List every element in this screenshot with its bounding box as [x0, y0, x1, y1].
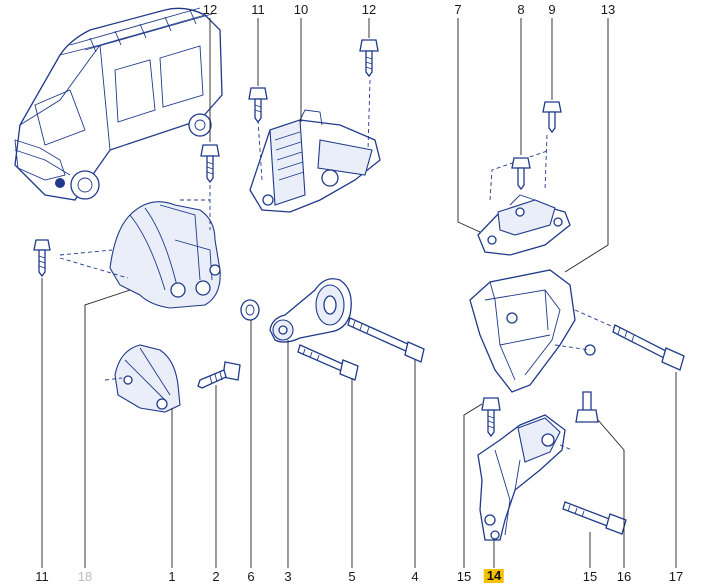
callout-8-top: 8: [517, 2, 525, 17]
van-illustration: [14, 7, 223, 201]
front-wheel: [70, 170, 100, 200]
bolt-11-left: [33, 239, 51, 278]
roof-rack: [69, 7, 213, 53]
mount-frame-13: [469, 269, 621, 393]
engine-mount-14: [477, 414, 573, 541]
bolt-17: [612, 324, 685, 371]
bolt-2: [197, 361, 241, 389]
callout-18-bottom: 18: [77, 569, 93, 584]
callout-11-bottom: 11: [35, 569, 49, 584]
callout-1-bottom: 1: [168, 569, 176, 584]
callout-16-bottom: 16: [616, 569, 632, 584]
callout-2-bottom: 2: [212, 569, 220, 584]
callout-14-highlighted: 14: [483, 569, 505, 583]
bolt-15-lower: [562, 501, 627, 535]
bolt-9: [542, 101, 562, 134]
engine-mount-left-upper: [59, 199, 221, 309]
engine-mount-7: [477, 134, 571, 256]
callout-15-bottom-left: 15: [456, 569, 472, 584]
bolt-12-top: [359, 39, 379, 78]
callout-10-top: 10: [293, 2, 309, 17]
bolt-4: [347, 317, 425, 363]
bolt-5: [297, 344, 359, 381]
bolt-15-upper: [481, 397, 501, 438]
leader-lines: [41, 18, 677, 568]
callout-12-top-right: 12: [361, 2, 377, 17]
bushing-6: [240, 299, 260, 321]
torque-rod-3: [269, 278, 352, 343]
callout-5-bottom: 5: [348, 569, 356, 584]
callout-13-top: 13: [600, 2, 616, 17]
engine-location-marker: [55, 178, 65, 188]
bolt-16: [575, 391, 599, 423]
callout-6-bottom: 6: [247, 569, 255, 584]
callout-12-top-left: 12: [202, 2, 218, 17]
mount-bracket-1: [104, 344, 181, 413]
callout-17-bottom: 17: [668, 569, 684, 584]
bolt-8: [511, 157, 531, 191]
bolt-11-top: [248, 87, 268, 124]
callout-4-bottom: 4: [411, 569, 419, 584]
callout-11-top: 11: [251, 2, 265, 17]
callout-15-bottom-right: 15: [582, 569, 598, 584]
bolt-12-left: [200, 144, 220, 230]
callout-7-top: 7: [454, 2, 462, 17]
engine-mount-10: [249, 79, 381, 213]
rear-wheel: [188, 113, 212, 137]
callout-3-bottom: 3: [284, 569, 292, 584]
callout-9-top: 9: [548, 2, 556, 17]
